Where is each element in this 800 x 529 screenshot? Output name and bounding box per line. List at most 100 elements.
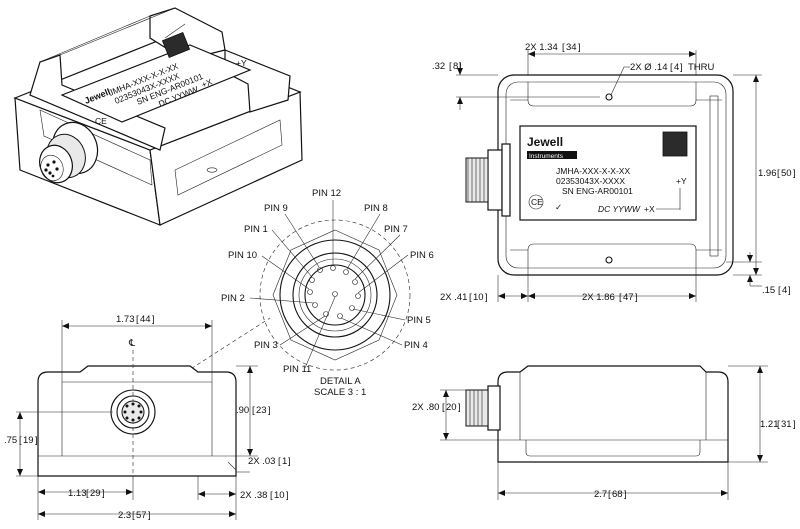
front-dim-flange-mm: 1 [282,456,287,467]
svg-text:]: ] [35,435,38,446]
svg-text:[: [ [608,489,611,500]
front-dim-foot: 2X .38 [240,490,267,501]
svg-text:[: [ [777,419,780,430]
svg-text:[: [ [132,510,135,521]
top-ce-mark: CE [531,197,543,207]
pin-10-label: PIN 10 [228,250,257,261]
top-check-mark: ✓ [555,202,562,212]
svg-text:[: [ [469,292,472,303]
top-dim-hole-spacing: 2X 1.34 [525,42,558,53]
pin-7-label: PIN 7 [384,224,408,235]
pin-8-label: PIN 8 [364,203,388,214]
svg-text:]: ] [288,456,291,467]
pin-11-label: PIN 11 [283,364,311,375]
svg-text:[: [ [136,314,139,325]
front-dim-foot-mm: 10 [274,490,285,501]
svg-text:]: ] [680,62,683,73]
side-dim-height: 1.21 [760,419,779,430]
pin-6-label: PIN 6 [410,250,434,261]
top-dim-edge-offset: .32 [432,61,445,72]
iso-connector [39,121,99,184]
top-model: JMHA-XXX-X-X-XX [556,166,630,176]
svg-text:]: ] [286,490,289,501]
svg-text:]: ] [793,419,796,430]
pin-3-label: PIN 3 [254,340,278,351]
iso-axis-x: +X [200,76,214,89]
detail-title: DETAIL A [320,376,361,387]
top-brand-sub: Instruments [529,153,564,160]
svg-text:[: [ [19,435,22,446]
top-dim-hole-spacing-mm: 34 [566,42,577,53]
side-view: 2X .80 20 [] 1.21 31 [] 2.7 68 [] [412,365,796,500]
svg-text:[: [ [777,168,780,179]
front-dim-center-offset-mm: 29 [90,488,101,499]
top-serial: SN ENG-AR00101 [562,186,633,196]
side-dim-conn-height-mm: 20 [446,402,457,413]
side-dim-conn-height: 2X .80 [412,402,439,413]
top-dim-slot-mm: 4 [782,285,787,296]
top-dim-slot: .15 [762,285,775,296]
svg-text:]: ] [788,285,791,296]
svg-text:[: [ [619,292,622,303]
svg-text:[: [ [562,42,565,53]
top-dim-height: 1.96 [758,168,777,179]
front-dim-center-offset: 1.13 [68,488,87,499]
top-dim-hole-callout-mm: 4 [674,62,679,73]
top-dim-height-mm: 50 [781,168,792,179]
svg-text:]: ] [152,314,155,325]
top-brand: Jewell [527,135,563,149]
svg-text:]: ] [102,488,105,499]
front-centerline-mark: ℄ [128,338,136,349]
svg-text:[: [ [449,61,452,72]
svg-text:]: ] [459,61,462,72]
svg-text:[: [ [442,402,445,413]
side-dim-length: 2.7 [594,489,607,500]
pin-12-label: PIN 12 [312,188,341,199]
detail-scale: SCALE 3 : 1 [314,387,366,398]
front-dim-conn-height: .90 [236,405,249,416]
svg-text:[: [ [670,62,673,73]
top-dim-hole-thru: THRU [688,62,715,73]
front-dim-width-mm: 44 [140,314,151,325]
svg-text:]: ] [148,510,151,521]
top-dim-left-offset-mm: 10 [473,292,484,303]
top-dim-foot-spacing: 2X 1.86 [582,292,615,303]
top-part: 02353043X-XXXX [556,176,625,186]
svg-text:]: ] [458,402,461,413]
isometric-view: Jewell JMHA-XXX-X-X-XX 02353043X-XXXX SN… [13,7,303,226]
front-dim-overall-mm: 57 [136,510,147,521]
pin-5-label: PIN 5 [407,315,431,326]
front-dim-conn-height-mm: 23 [256,405,267,416]
top-axis-y: +Y [676,176,687,186]
pin-9-label: PIN 9 [264,203,288,214]
svg-text:]: ] [485,292,488,303]
front-dim-base-height: .75 [4,435,17,446]
pin-1-label: PIN 1 [244,224,268,235]
svg-text:]: ] [635,292,638,303]
top-dim-edge-offset-mm: 8 [453,61,458,72]
top-axis-x: +X [644,204,655,214]
iso-ce-mark: CE [95,116,107,126]
svg-text:[: [ [86,488,89,499]
front-view: 1.73 44 [] ℄ .90 23 [] .75 19 [] 2X .03 … [4,314,291,521]
front-dim-width: 1.73 [116,314,135,325]
top-dim-hole-callout: 2X Ø .14 [630,62,668,73]
detail-a-view: PIN 12 PIN 9 PIN 8 PIN 1 PIN 7 PIN 10 PI… [149,188,434,398]
svg-text:[: [ [270,490,273,501]
side-connector [465,385,501,431]
top-dim-foot-spacing-mm: 47 [623,292,634,303]
svg-text:]: ] [793,168,796,179]
front-dim-base-height-mm: 19 [23,435,34,446]
pin-2-label: PIN 2 [221,293,245,304]
front-dim-flange: 2X .03 [248,456,275,467]
top-dim-left-offset: 2X .41 [440,292,467,303]
side-dim-height-mm: 31 [781,419,792,430]
svg-text:]: ] [268,405,271,416]
top-datecode: DC YYWW [598,204,641,214]
top-view: Jewell Instruments JMHA-XXX-X-X-XX 02353… [432,42,796,303]
pin-4-label: PIN 4 [404,340,428,351]
front-dim-overall: 2.3 [118,510,131,521]
svg-text:[: [ [252,405,255,416]
svg-text:[: [ [778,285,781,296]
